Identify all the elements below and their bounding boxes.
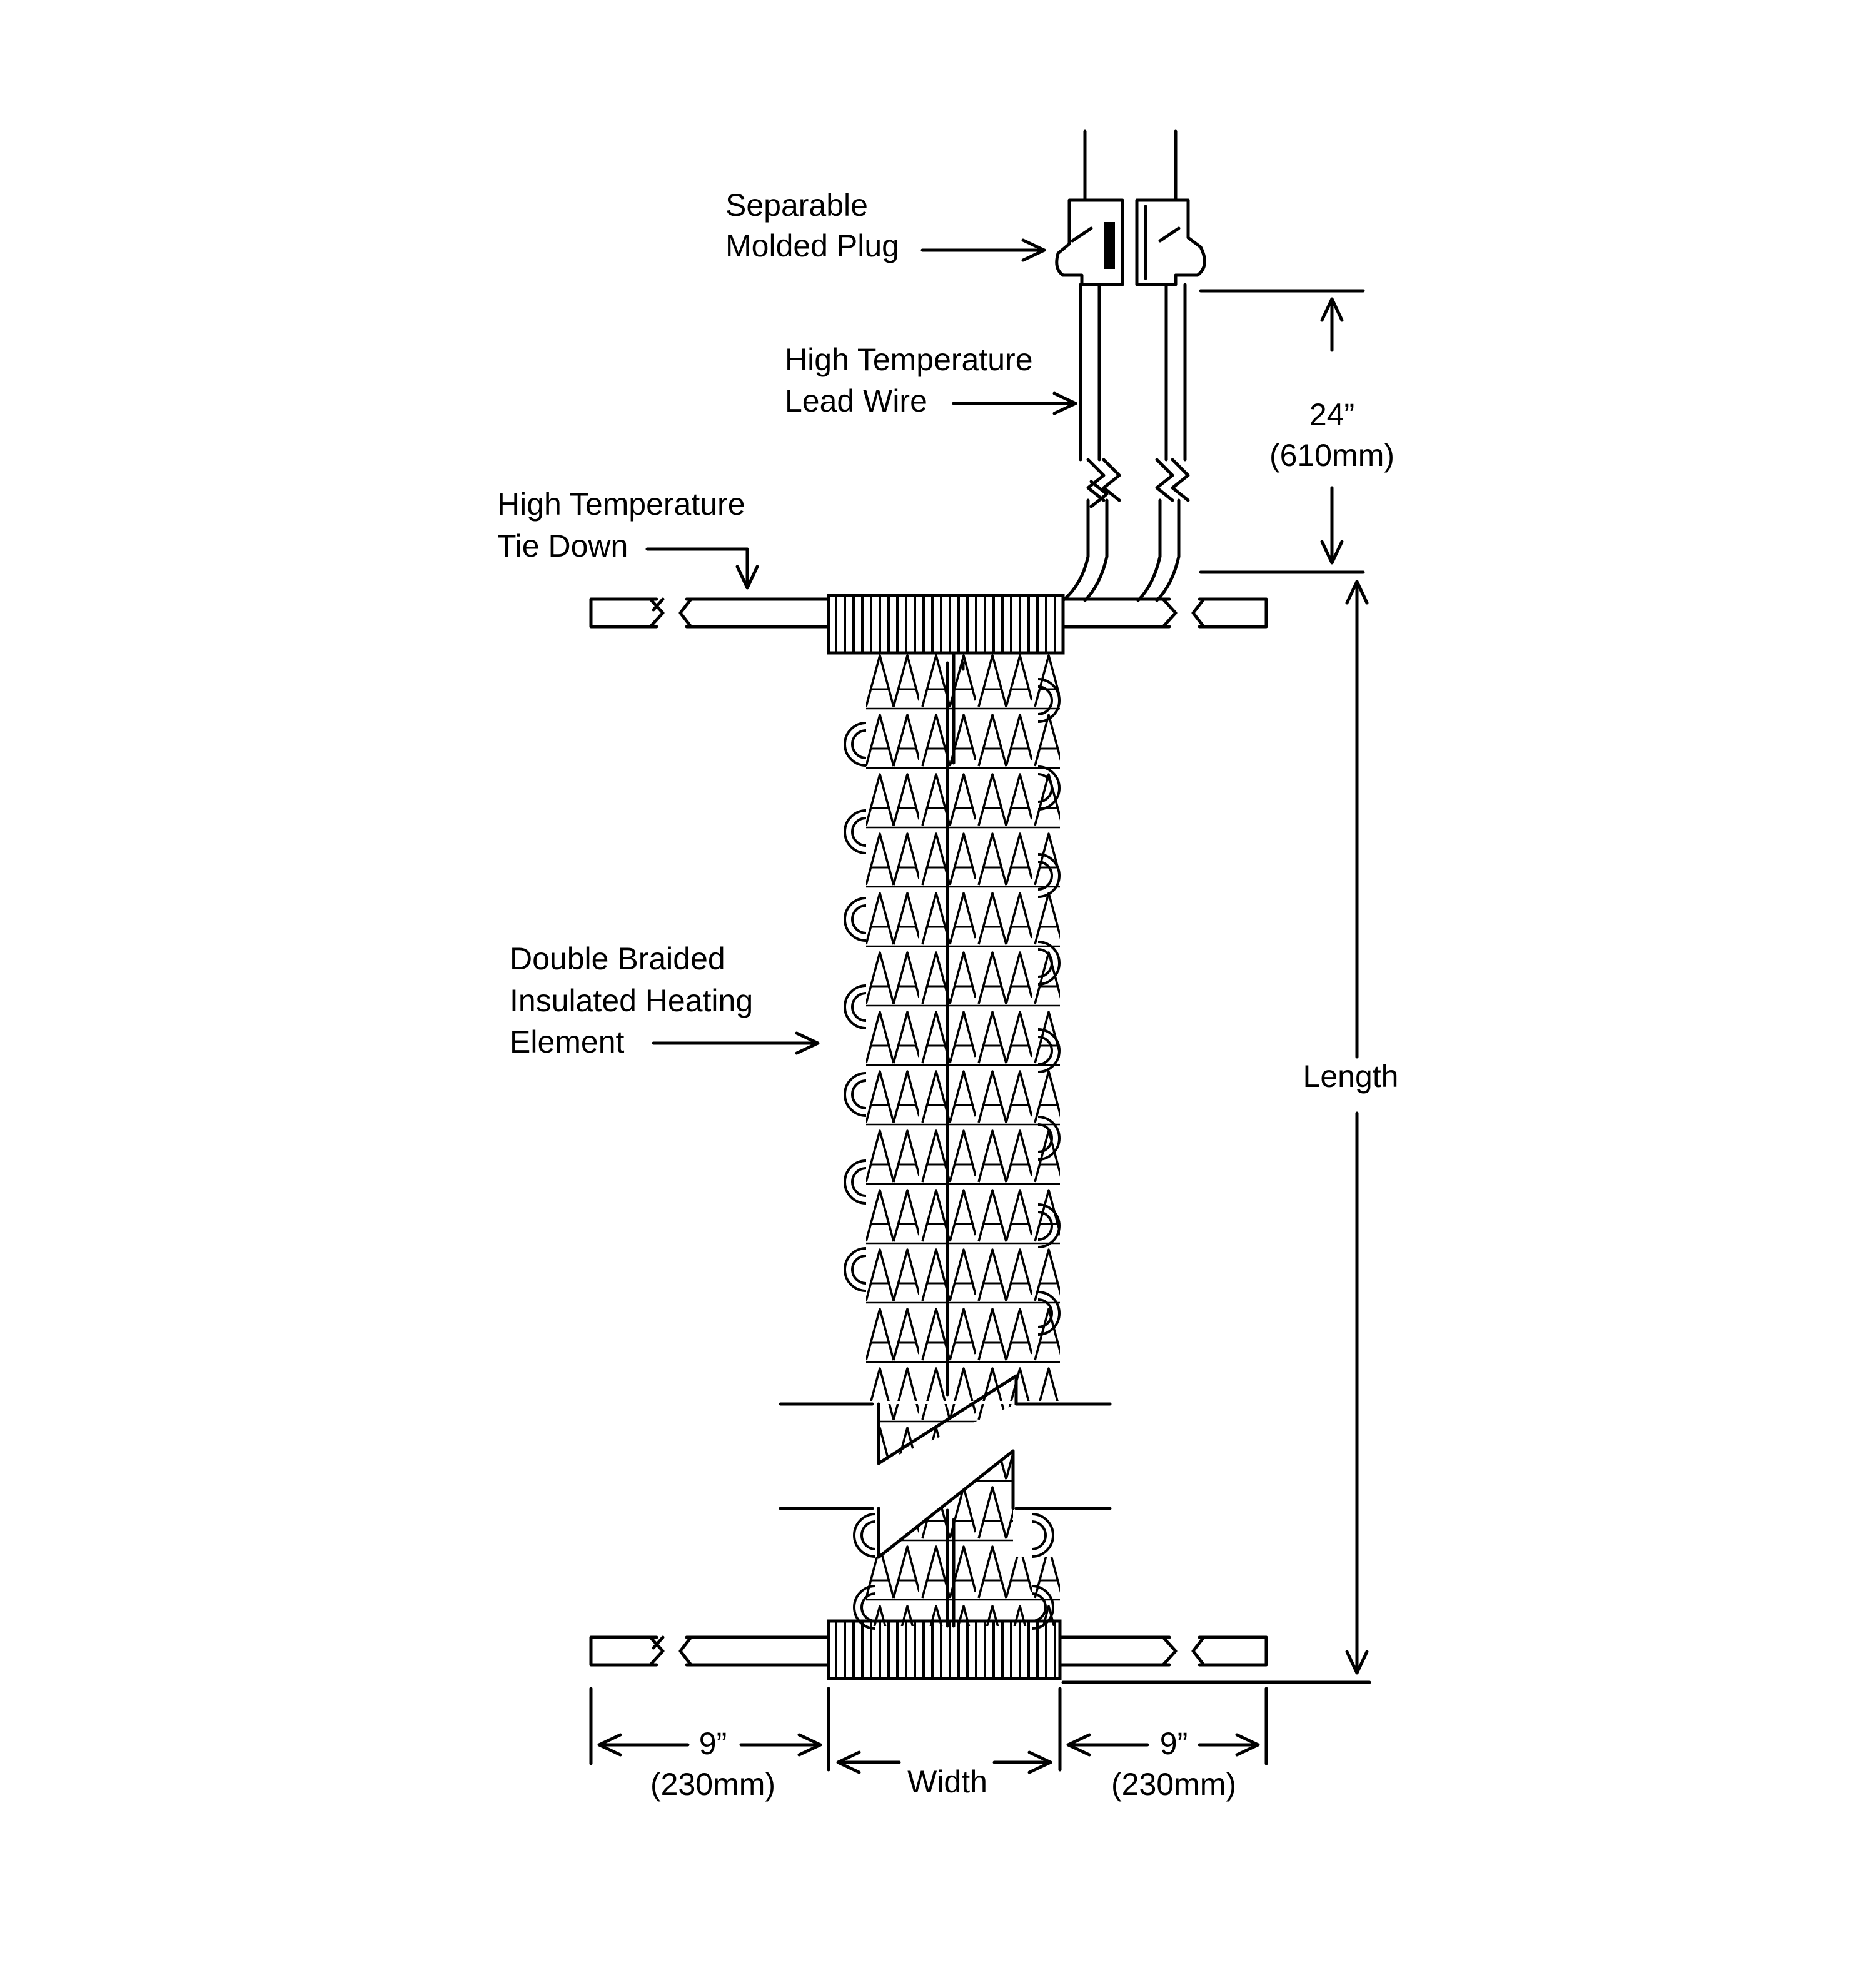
tie-down-strap-top [589,597,1268,629]
lead-wires [1061,129,1190,602]
lead-wire-label-line2: Lead Wire [785,383,927,418]
coil-loop-left [844,809,867,854]
right-tie-dim-value: 9” [1160,1726,1188,1761]
braided-heating-element-lower [853,1508,1060,1630]
coil-loop-right [1037,1291,1061,1336]
coil-loop-right [1037,1028,1061,1073]
heating-element-label-line3: Element [510,1024,625,1059]
left-tie-dim-value: 9” [699,1726,727,1761]
tie-down-label-line1: High Temperature [497,487,745,522]
coil-loop-right [1037,1116,1061,1161]
clamp-block-bottom [827,1619,1062,1680]
coil-loop-right [1037,678,1061,723]
coil-loop-left [853,1513,876,1558]
coil-loop-right [1037,853,1061,898]
lead-length-dim-metric: (610mm) [1269,438,1394,473]
coil-loop-left [844,1247,867,1292]
coil-loop-right [1037,1203,1061,1248]
left-tie-dim-metric: (230mm) [650,1767,775,1802]
heating-element-label-line2: Insulated Heating [510,983,753,1018]
coil-loop-left [844,1159,867,1205]
clamp-block-top [827,594,1065,655]
coil-loops-right [1037,678,1061,1336]
molded-plugs [1055,198,1206,286]
coil-loop-right [1037,765,1061,811]
lead-wire-label-line1: High Temperature [785,342,1033,377]
lead-length-dim-value: 24” [1309,397,1354,432]
break-section [779,1374,1119,1559]
right-tie-dim-metric: (230mm) [1111,1767,1236,1802]
labels: Separable Molded Plug High Temperature L… [497,188,1398,1802]
coil-loop-right [1037,941,1061,986]
dimension-lines [589,289,1371,1770]
molded-plug-label-line1: Separable [725,188,868,223]
coil-loop-left [844,897,867,942]
tie-down-label-line2: Tie Down [497,528,628,563]
heating-element-label-line1: Double Braided [510,941,725,976]
molded-plug-label-line2: Molded Plug [725,228,899,263]
coil-loop-left [844,722,867,767]
tie-down-strap-bottom [589,1635,1268,1667]
length-dim-label: Length [1303,1059,1399,1094]
coil-loop-right [1031,1513,1054,1558]
braided-heating-element-upper [844,651,1061,1404]
width-dim-label: Width [907,1764,987,1799]
coil-loop-left [844,984,867,1029]
coil-loops-left [844,722,867,1292]
callout-leaders [645,250,1077,1043]
coil-loop-left [844,1072,867,1117]
